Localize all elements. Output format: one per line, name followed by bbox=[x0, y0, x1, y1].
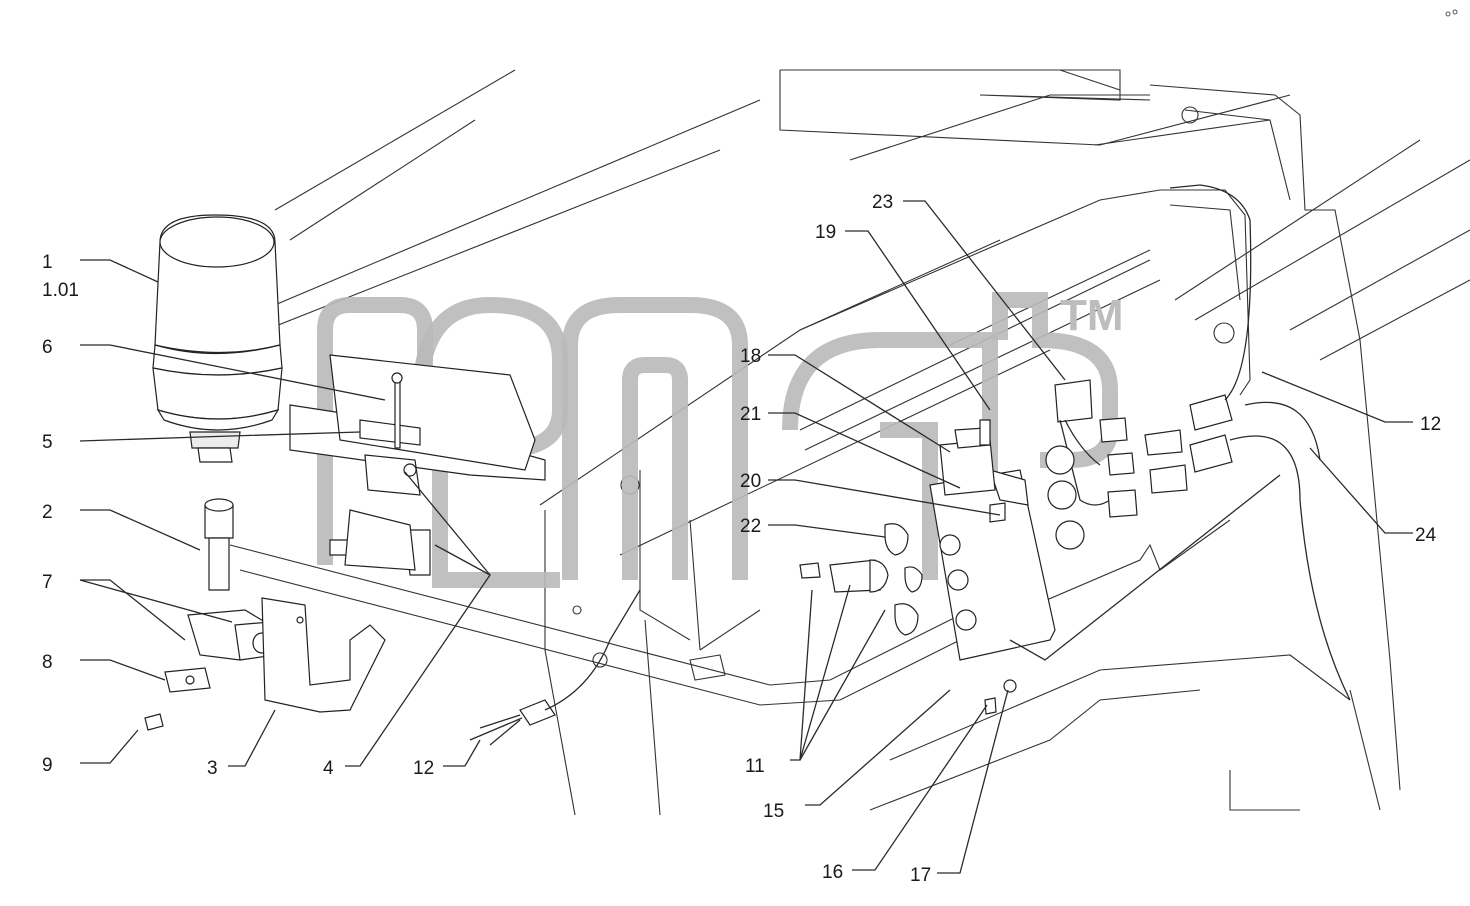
callout-3: 3 bbox=[207, 758, 218, 779]
callout-12-right: 12 bbox=[1420, 414, 1441, 435]
socket-panel bbox=[799, 469, 1056, 661]
callout-21: 21 bbox=[740, 404, 761, 425]
rocker-switch bbox=[939, 419, 1006, 523]
callout-4: 4 bbox=[323, 758, 334, 779]
cab-frame bbox=[179, 69, 1470, 816]
mounting-tube bbox=[204, 498, 234, 591]
callout-19: 19 bbox=[815, 222, 836, 243]
bracket-plate bbox=[261, 597, 386, 713]
callout-12-left: 12 bbox=[413, 758, 434, 779]
callout-9: 9 bbox=[42, 755, 53, 776]
leader-lines bbox=[79, 200, 1413, 874]
callout-18: 18 bbox=[740, 346, 761, 367]
beacon-bracket bbox=[289, 354, 546, 576]
callout-5: 5 bbox=[42, 432, 53, 453]
watermark-logo: TM bbox=[317, 291, 1124, 588]
callout-11: 11 bbox=[745, 756, 765, 777]
callout-1-01: 1.01 bbox=[42, 280, 79, 301]
callout-22: 22 bbox=[740, 516, 761, 537]
callout-24: 24 bbox=[1415, 525, 1437, 546]
callout-6: 6 bbox=[42, 337, 53, 358]
callout-16: 16 bbox=[822, 862, 843, 883]
callout-1: 1 bbox=[42, 252, 53, 273]
callout-20: 20 bbox=[740, 471, 761, 492]
callout-15: 15 bbox=[763, 801, 784, 822]
wiring-harness bbox=[469, 184, 1351, 746]
callout-labels: 1 1.01 2 3 4 5 6 7 8 9 11 12 12 15 16 17… bbox=[42, 192, 1441, 886]
trademark-mark: TM bbox=[1060, 291, 1124, 340]
beacon-lamp bbox=[152, 214, 283, 463]
callout-8: 8 bbox=[42, 652, 53, 673]
corner-mark bbox=[1445, 9, 1458, 17]
clamp-assembly bbox=[144, 609, 276, 731]
callout-7: 7 bbox=[42, 572, 53, 593]
callout-23: 23 bbox=[872, 192, 893, 213]
callout-2: 2 bbox=[42, 502, 53, 523]
callout-17: 17 bbox=[910, 865, 931, 886]
